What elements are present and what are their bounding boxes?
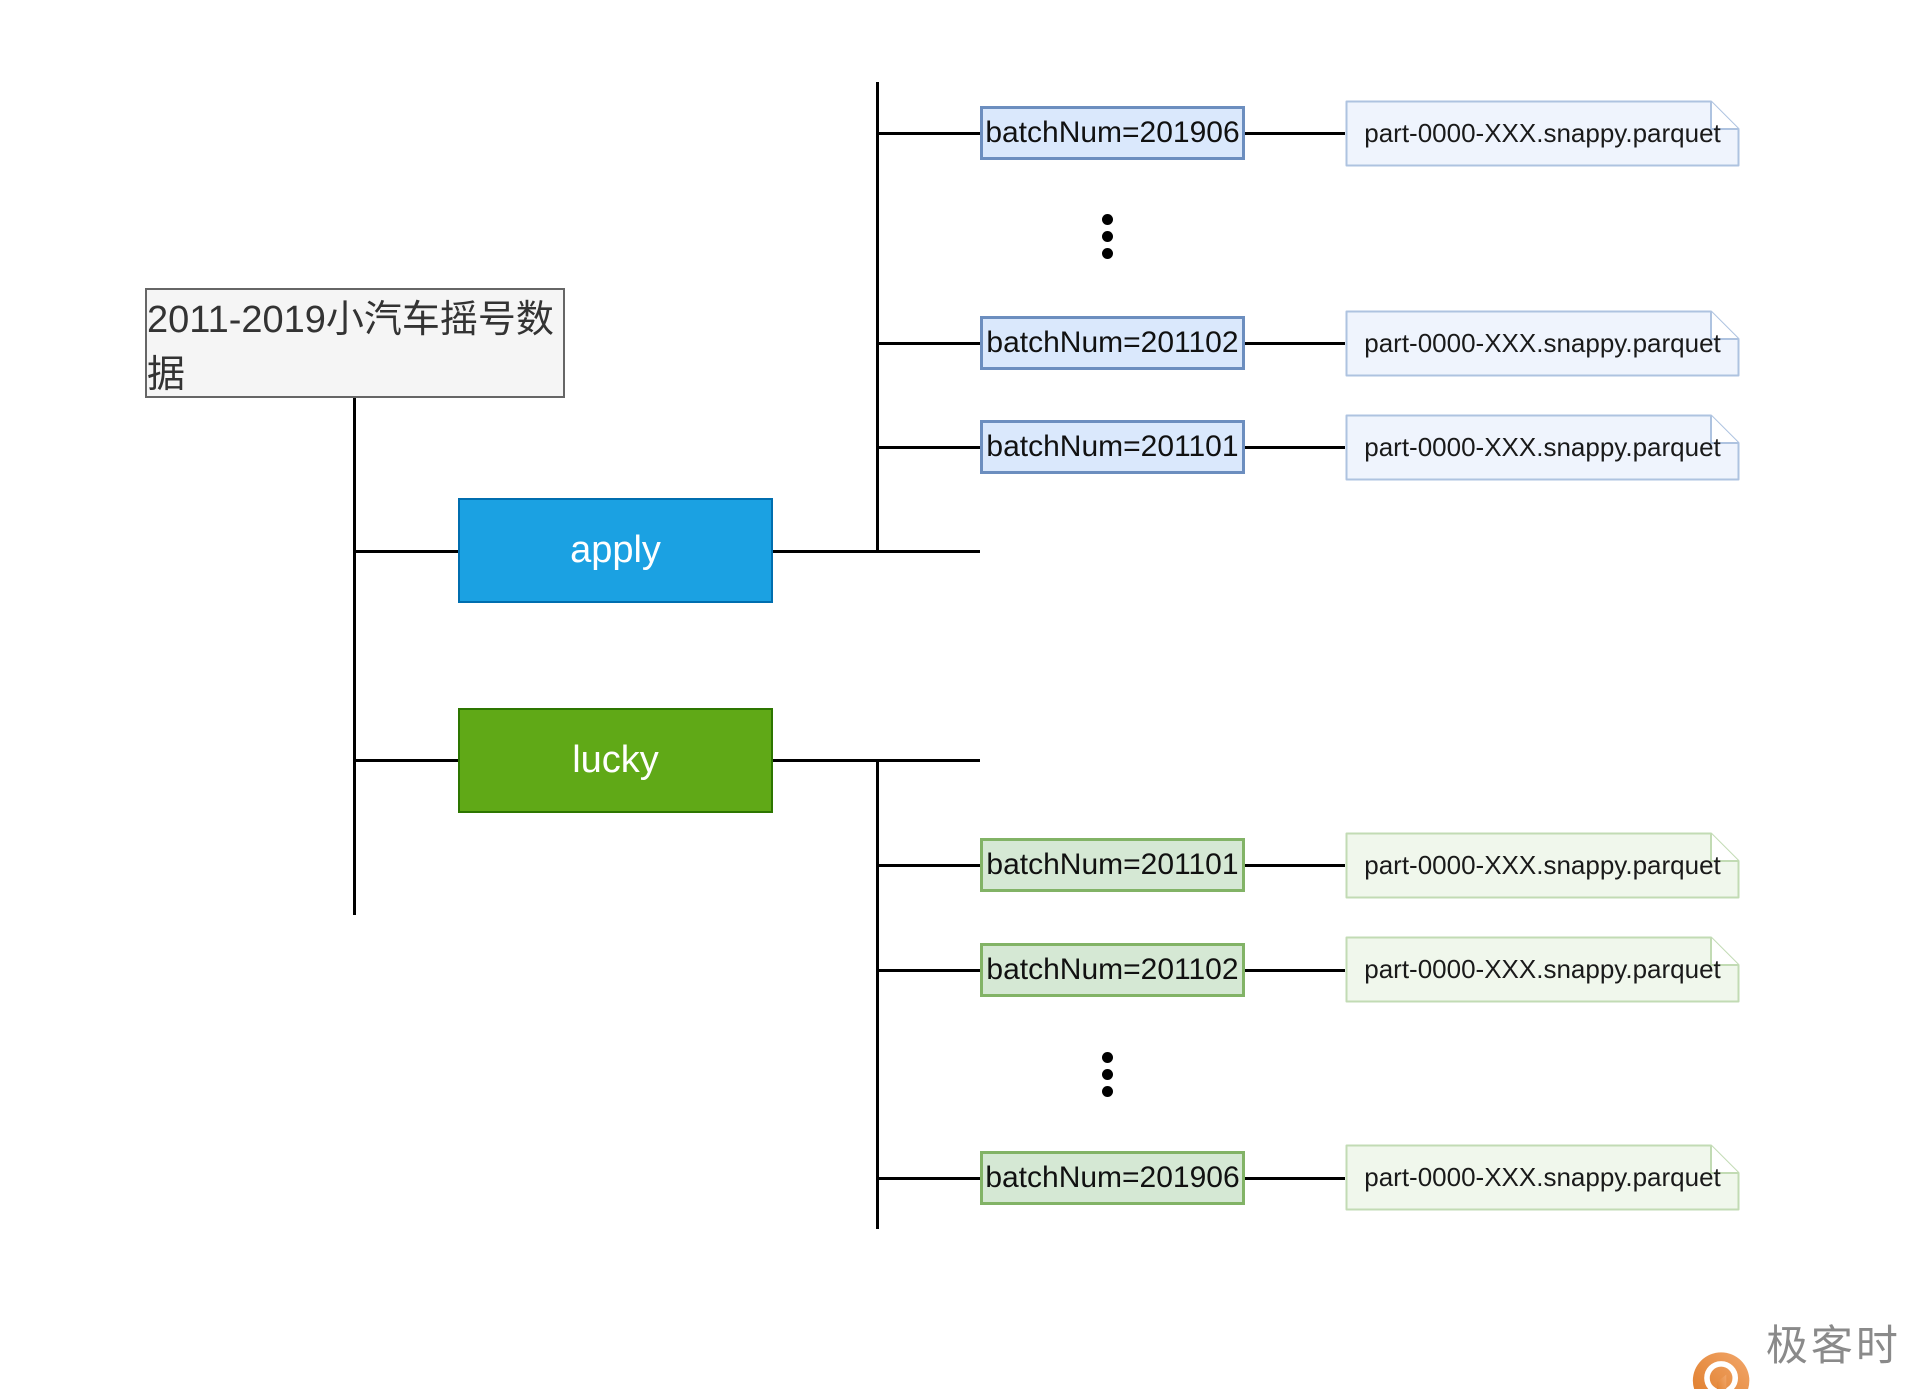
connector-line bbox=[877, 864, 980, 867]
connector-line bbox=[1245, 446, 1345, 449]
batch-node-label: batchNum=201101 bbox=[986, 430, 1239, 463]
parquet-file-node: part-0000-XXX.snappy.parquet bbox=[1345, 414, 1740, 481]
connector-line bbox=[1245, 864, 1345, 867]
apply-folder-label: apply bbox=[570, 529, 661, 571]
connector-line bbox=[1245, 342, 1345, 345]
parquet-file-node: part-0000-XXX.snappy.parquet bbox=[1345, 100, 1740, 167]
batch-node: batchNum=201102 bbox=[980, 316, 1245, 370]
batch-node-label: batchNum=201906 bbox=[985, 116, 1240, 149]
ellipsis-dot bbox=[1102, 214, 1113, 225]
geektime-logo: 极客时间 bbox=[1692, 1308, 1920, 1389]
ellipsis-dot bbox=[1102, 1086, 1113, 1097]
ellipsis-dot bbox=[1102, 1069, 1113, 1080]
ellipsis-dot bbox=[1102, 248, 1113, 259]
batch-node-label: batchNum=201102 bbox=[986, 326, 1239, 359]
geektime-logo-icon bbox=[1692, 1352, 1750, 1389]
apply-branch-line bbox=[354, 550, 458, 553]
batch-node-label: batchNum=201102 bbox=[986, 953, 1239, 986]
lucky-spine-line bbox=[876, 759, 879, 1229]
document-shape-icon bbox=[1345, 310, 1740, 377]
connector-line bbox=[877, 132, 980, 135]
batch-node-label: batchNum=201906 bbox=[985, 1161, 1240, 1194]
batch-node: batchNum=201101 bbox=[980, 838, 1245, 892]
vertical-ellipsis-icon bbox=[1102, 214, 1113, 265]
batch-node-label: batchNum=201101 bbox=[986, 848, 1239, 881]
connector-line bbox=[877, 969, 980, 972]
root-trunk-line bbox=[353, 398, 356, 915]
connector-line bbox=[877, 446, 980, 449]
batch-node: batchNum=201101 bbox=[980, 420, 1245, 474]
parquet-file-label: part-0000-XXX.snappy.parquet bbox=[1364, 954, 1721, 984]
vertical-ellipsis-icon bbox=[1102, 1052, 1113, 1103]
parquet-file-node: part-0000-XXX.snappy.parquet bbox=[1345, 1144, 1740, 1211]
parquet-file-label: part-0000-XXX.snappy.parquet bbox=[1364, 328, 1721, 358]
connector-line bbox=[1245, 132, 1345, 135]
parquet-file-label: part-0000-XXX.snappy.parquet bbox=[1364, 1162, 1721, 1192]
document-shape-icon bbox=[1345, 100, 1740, 167]
apply-spine-line bbox=[876, 82, 879, 553]
batch-node: batchNum=201906 bbox=[980, 106, 1245, 160]
document-shape-icon bbox=[1345, 936, 1740, 1003]
apply-folder-node: apply bbox=[458, 498, 773, 603]
connector-line bbox=[877, 1177, 980, 1180]
parquet-file-label: part-0000-XXX.snappy.parquet bbox=[1364, 850, 1721, 880]
ellipsis-dot bbox=[1102, 231, 1113, 242]
connector-line bbox=[1245, 969, 1345, 972]
document-shape-icon bbox=[1345, 1144, 1740, 1211]
lucky-branch-line bbox=[354, 759, 458, 762]
parquet-file-label: part-0000-XXX.snappy.parquet bbox=[1364, 432, 1721, 462]
connector-line bbox=[877, 342, 980, 345]
lucky-folder-node: lucky bbox=[458, 708, 773, 813]
batch-node: batchNum=201906 bbox=[980, 1151, 1245, 1205]
parquet-file-node: part-0000-XXX.snappy.parquet bbox=[1345, 936, 1740, 1003]
parquet-file-node: part-0000-XXX.snappy.parquet bbox=[1345, 310, 1740, 377]
root-node: 2011-2019小汽车摇号数据 bbox=[145, 288, 565, 398]
parquet-file-node: part-0000-XXX.snappy.parquet bbox=[1345, 832, 1740, 899]
geektime-logo-text: 极客时间 bbox=[1765, 1322, 1901, 1369]
document-shape-icon bbox=[1345, 832, 1740, 899]
lucky-folder-label: lucky bbox=[572, 739, 659, 781]
parquet-file-label: part-0000-XXX.snappy.parquet bbox=[1364, 118, 1721, 148]
connector-line bbox=[1245, 1177, 1345, 1180]
document-shape-icon bbox=[1345, 414, 1740, 481]
root-node-label: 2011-2019小汽车摇号数据 bbox=[147, 299, 554, 396]
ellipsis-dot bbox=[1102, 1052, 1113, 1063]
batch-node: batchNum=201102 bbox=[980, 943, 1245, 997]
